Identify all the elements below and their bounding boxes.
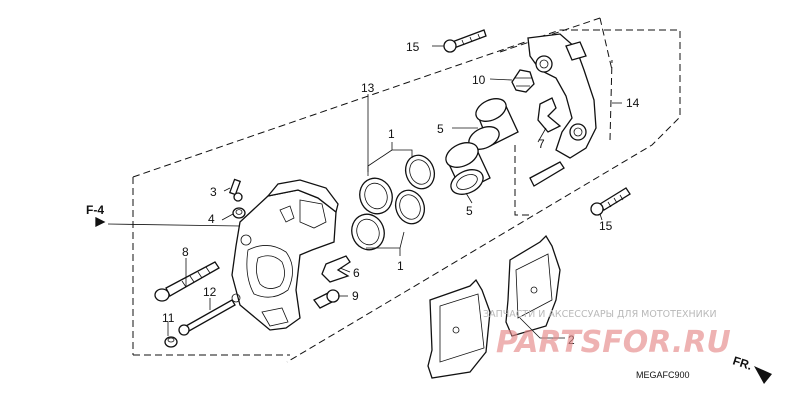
callout-14: 14 bbox=[626, 96, 640, 110]
pad-spring bbox=[321, 255, 351, 283]
callout-2: 2 bbox=[568, 333, 575, 347]
piston-upper bbox=[468, 98, 519, 150]
front-indicator-label: FR. bbox=[731, 354, 754, 373]
callout-4: 4 bbox=[208, 212, 215, 226]
pin-plug bbox=[164, 336, 178, 348]
bracket-pin bbox=[529, 161, 565, 187]
watermark-brand: PARTSFOR.RU bbox=[496, 325, 731, 360]
pin-bolt-12 bbox=[178, 299, 236, 336]
callout-15-upper: 15 bbox=[406, 40, 420, 54]
reference-arrow bbox=[95, 216, 106, 228]
caliper-assembly-outline bbox=[132, 29, 681, 363]
callout-13: 13 bbox=[361, 81, 375, 95]
piston-seal-set-upper bbox=[359, 154, 436, 215]
bleeder-cap bbox=[232, 207, 246, 219]
callout-1-lower: 1 bbox=[397, 259, 404, 273]
reference-label: F-4 bbox=[86, 203, 104, 217]
piston-lower bbox=[445, 142, 491, 195]
front-arrow bbox=[754, 366, 772, 384]
pad-retainer bbox=[537, 97, 562, 133]
brake-pad-outer bbox=[505, 234, 561, 337]
callout-8: 8 bbox=[182, 245, 189, 259]
mounting-bolt-lower bbox=[590, 187, 631, 216]
callout-5-upper: 5 bbox=[437, 122, 444, 136]
callout-11: 11 bbox=[162, 311, 175, 325]
watermark-tagline: ЗАПЧАСТИ И АКСЕССУАРЫ ДЛЯ МОТОТЕХНИКИ bbox=[483, 309, 717, 320]
bolt-9 bbox=[313, 289, 340, 309]
diagram-code: MEGAFC900 bbox=[636, 370, 690, 380]
callout-9: 9 bbox=[352, 289, 359, 303]
brake-pad-inner bbox=[427, 278, 491, 379]
leader-lines bbox=[107, 45, 622, 339]
callout-12: 12 bbox=[203, 285, 217, 299]
callout-1-upper: 1 bbox=[388, 127, 395, 141]
pin-bolt-8 bbox=[154, 261, 220, 302]
callout-15-lower: 15 bbox=[599, 219, 613, 233]
pin-boot bbox=[511, 69, 535, 93]
caliper-body bbox=[231, 179, 339, 331]
callout-10: 10 bbox=[472, 73, 486, 87]
bleeder-valve bbox=[228, 178, 243, 202]
caliper-bracket bbox=[527, 33, 597, 159]
callout-3: 3 bbox=[210, 185, 217, 199]
callout-6: 6 bbox=[353, 266, 360, 280]
callout-7: 7 bbox=[538, 137, 545, 151]
piston-seal-set-lower bbox=[351, 189, 426, 251]
callout-5-lower: 5 bbox=[466, 204, 473, 218]
mounting-bolt-upper bbox=[443, 29, 487, 53]
bracket-assembly-outline bbox=[499, 17, 613, 216]
